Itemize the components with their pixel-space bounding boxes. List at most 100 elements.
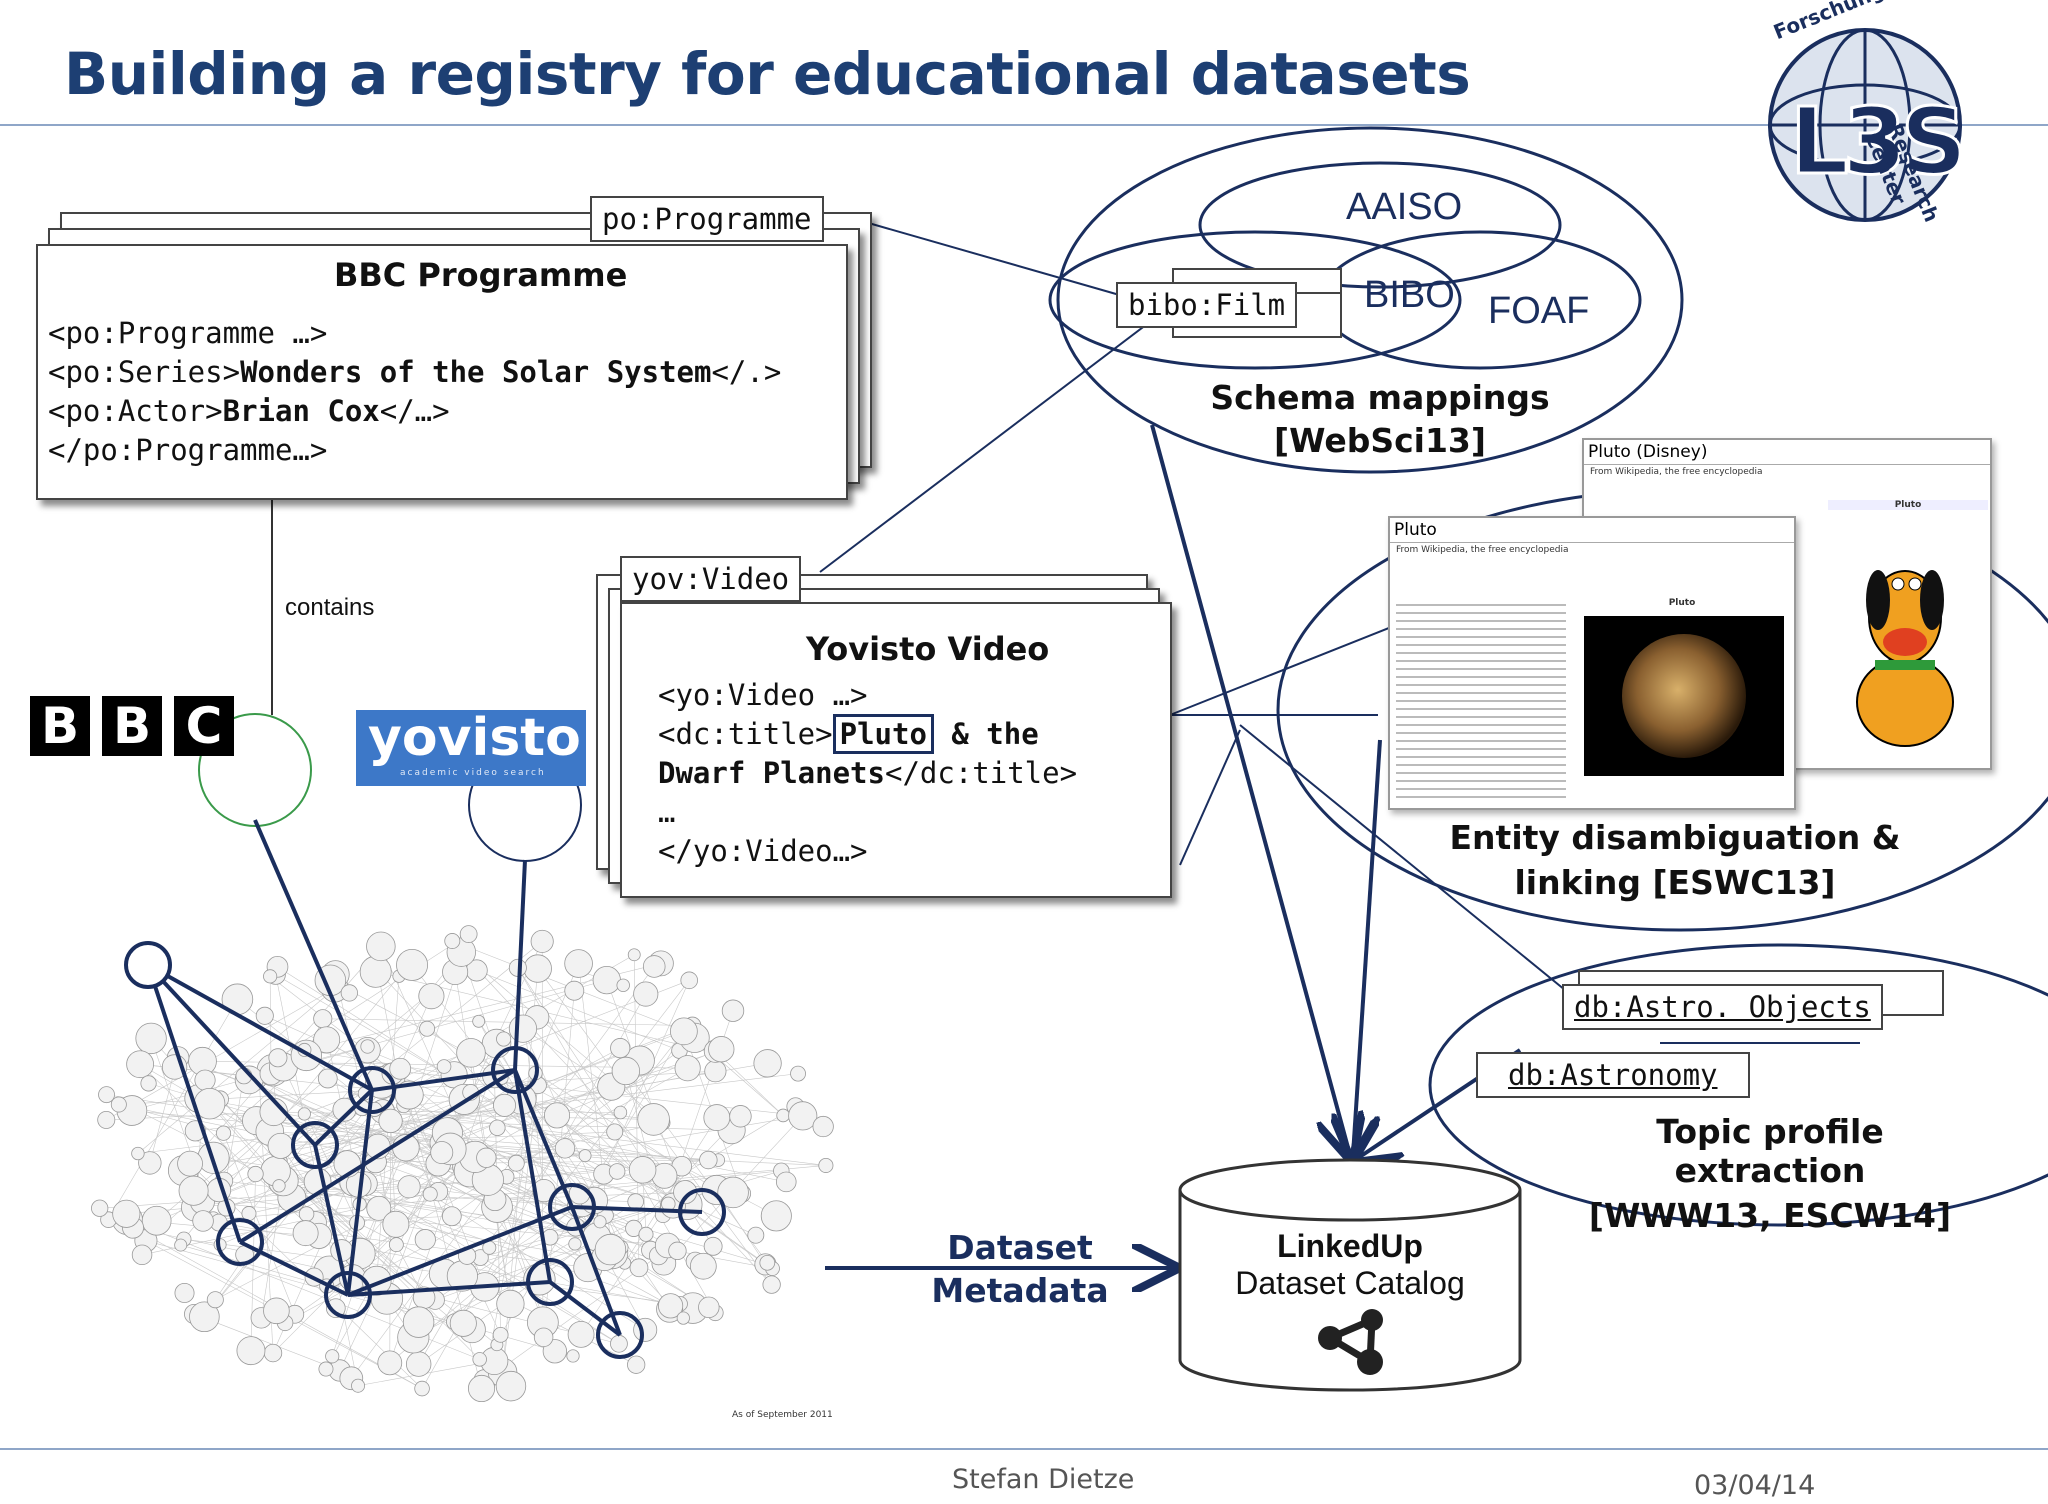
lod-node — [613, 1105, 628, 1120]
lod-node — [441, 1206, 462, 1227]
lod-node — [568, 1237, 582, 1251]
lod-node — [638, 1226, 654, 1242]
lod-node — [268, 1048, 288, 1068]
lod-node — [419, 1020, 436, 1037]
dataset-graph — [124, 819, 726, 1359]
yovisto-logo-name: yovisto — [368, 708, 581, 768]
lod-edge — [352, 1085, 539, 1278]
lod-node — [747, 1226, 765, 1244]
lod-edge — [624, 1117, 718, 1264]
lod-node — [192, 1210, 214, 1232]
title-rule — [0, 124, 2048, 126]
code-bold: Brian Cox — [222, 394, 380, 428]
lod-node — [554, 1138, 576, 1159]
lod-node — [762, 1275, 781, 1294]
entity-caption: Entity disambiguation & linking [ESWC13] — [1440, 818, 1910, 902]
code-fragment: </…> — [379, 394, 450, 428]
topic-caption: Topic profile extraction [WWW13, ESCW14] — [1560, 1112, 1980, 1235]
lod-edge — [426, 1028, 766, 1265]
lod-node — [530, 929, 554, 953]
bbc-card: BBC Programme <po:Programme …> <po:Serie… — [36, 244, 848, 500]
lod-node — [674, 1055, 701, 1082]
code-fragment: <po:Actor> — [48, 394, 223, 428]
foaf-label: FOAF — [1488, 290, 1590, 332]
lod-node — [378, 1108, 403, 1133]
lod-node — [703, 1236, 723, 1256]
lod-node — [397, 1175, 421, 1199]
lod-node — [325, 1349, 340, 1364]
lod-node — [189, 1301, 220, 1333]
lod-node — [567, 1320, 595, 1348]
lod-node — [459, 925, 478, 943]
lod-node — [112, 1199, 141, 1228]
lod-node — [405, 1351, 432, 1377]
lod-edge — [462, 980, 690, 1277]
footer-author: Stefan Dietze — [952, 1464, 1135, 1495]
lod-node — [414, 1229, 436, 1251]
lod-node — [467, 1374, 496, 1403]
caption-line: [WWW13, ESCW14] — [1588, 1196, 1952, 1235]
caption-line: [WebSci13] — [1274, 421, 1486, 460]
caption-line: linking [ESWC13] — [1514, 863, 1836, 902]
lod-node — [366, 931, 396, 962]
lod-node — [633, 981, 659, 1007]
lod-edge — [461, 951, 663, 1124]
lod-node — [703, 1104, 731, 1131]
lod-node — [578, 1149, 592, 1163]
lod-node — [110, 1096, 127, 1113]
bbc-card-title: BBC Programme — [334, 256, 628, 294]
lod-node — [610, 1038, 631, 1059]
topic-tag-text: db:Astro. Objects — [1574, 990, 1871, 1024]
wiki-disney-sub: From Wikipedia, the free encyclopedia — [1590, 467, 1763, 477]
lod-node — [174, 1238, 188, 1252]
lod-node — [382, 1210, 410, 1238]
lod-node — [628, 1156, 657, 1184]
l3s-logo — [1768, 28, 1962, 222]
lod-edge — [275, 974, 586, 1156]
lod-edge — [278, 1185, 597, 1238]
lod-node — [430, 1141, 454, 1165]
lod-node — [255, 1006, 274, 1025]
lod-node — [313, 1009, 333, 1029]
contains-label: contains — [285, 594, 375, 621]
yovisto-logo: yovisto academic video search — [356, 708, 586, 786]
lod-edge — [215, 1157, 487, 1300]
bibo-film-tag: bibo:Film — [1116, 282, 1298, 328]
lod-node — [496, 1031, 512, 1047]
bibo-label: BIBO — [1364, 274, 1455, 316]
lod-node — [533, 1327, 554, 1348]
code-bold: Wonders of the Solar System — [240, 355, 712, 389]
lod-node — [422, 1186, 438, 1202]
code-line: </yo:Video…> — [658, 834, 868, 868]
lod-node — [140, 1075, 157, 1092]
pluto-planet-picture — [1584, 616, 1784, 776]
lod-edge — [454, 1031, 685, 1322]
lod-node — [760, 1200, 792, 1232]
lod-node — [359, 955, 392, 988]
catalog-label: LinkedUp Dataset Catalog — [1180, 1228, 1520, 1302]
lod-edge — [389, 1038, 504, 1363]
code-fragment: </dc:title> — [884, 756, 1078, 790]
lod-node — [775, 1171, 797, 1193]
lod-node — [174, 1282, 195, 1303]
lod-node — [523, 954, 552, 983]
schema-ellipse — [1056, 126, 1684, 474]
lod-node — [729, 1105, 752, 1128]
lod-node — [389, 1057, 412, 1080]
lod-node — [564, 949, 593, 978]
lod-node — [508, 1014, 538, 1043]
lod-edge — [715, 1050, 784, 1116]
lod-node — [708, 1036, 735, 1063]
lod-node — [215, 1125, 232, 1141]
lod-node — [592, 966, 621, 995]
lod-node — [396, 948, 429, 981]
yovisto-card-tag: yov:Video — [620, 556, 802, 602]
label-line: Dataset — [947, 1228, 1093, 1267]
bbc-card-code: <po:Programme …> <po:Series>Wonders of t… — [48, 314, 781, 470]
code-line: … — [658, 795, 676, 829]
page-title: Building a registry for educational data… — [64, 40, 1471, 108]
lod-node — [178, 1175, 209, 1206]
lod-node — [292, 1220, 319, 1247]
lod-node — [642, 955, 666, 978]
lod-edge — [522, 1028, 612, 1087]
